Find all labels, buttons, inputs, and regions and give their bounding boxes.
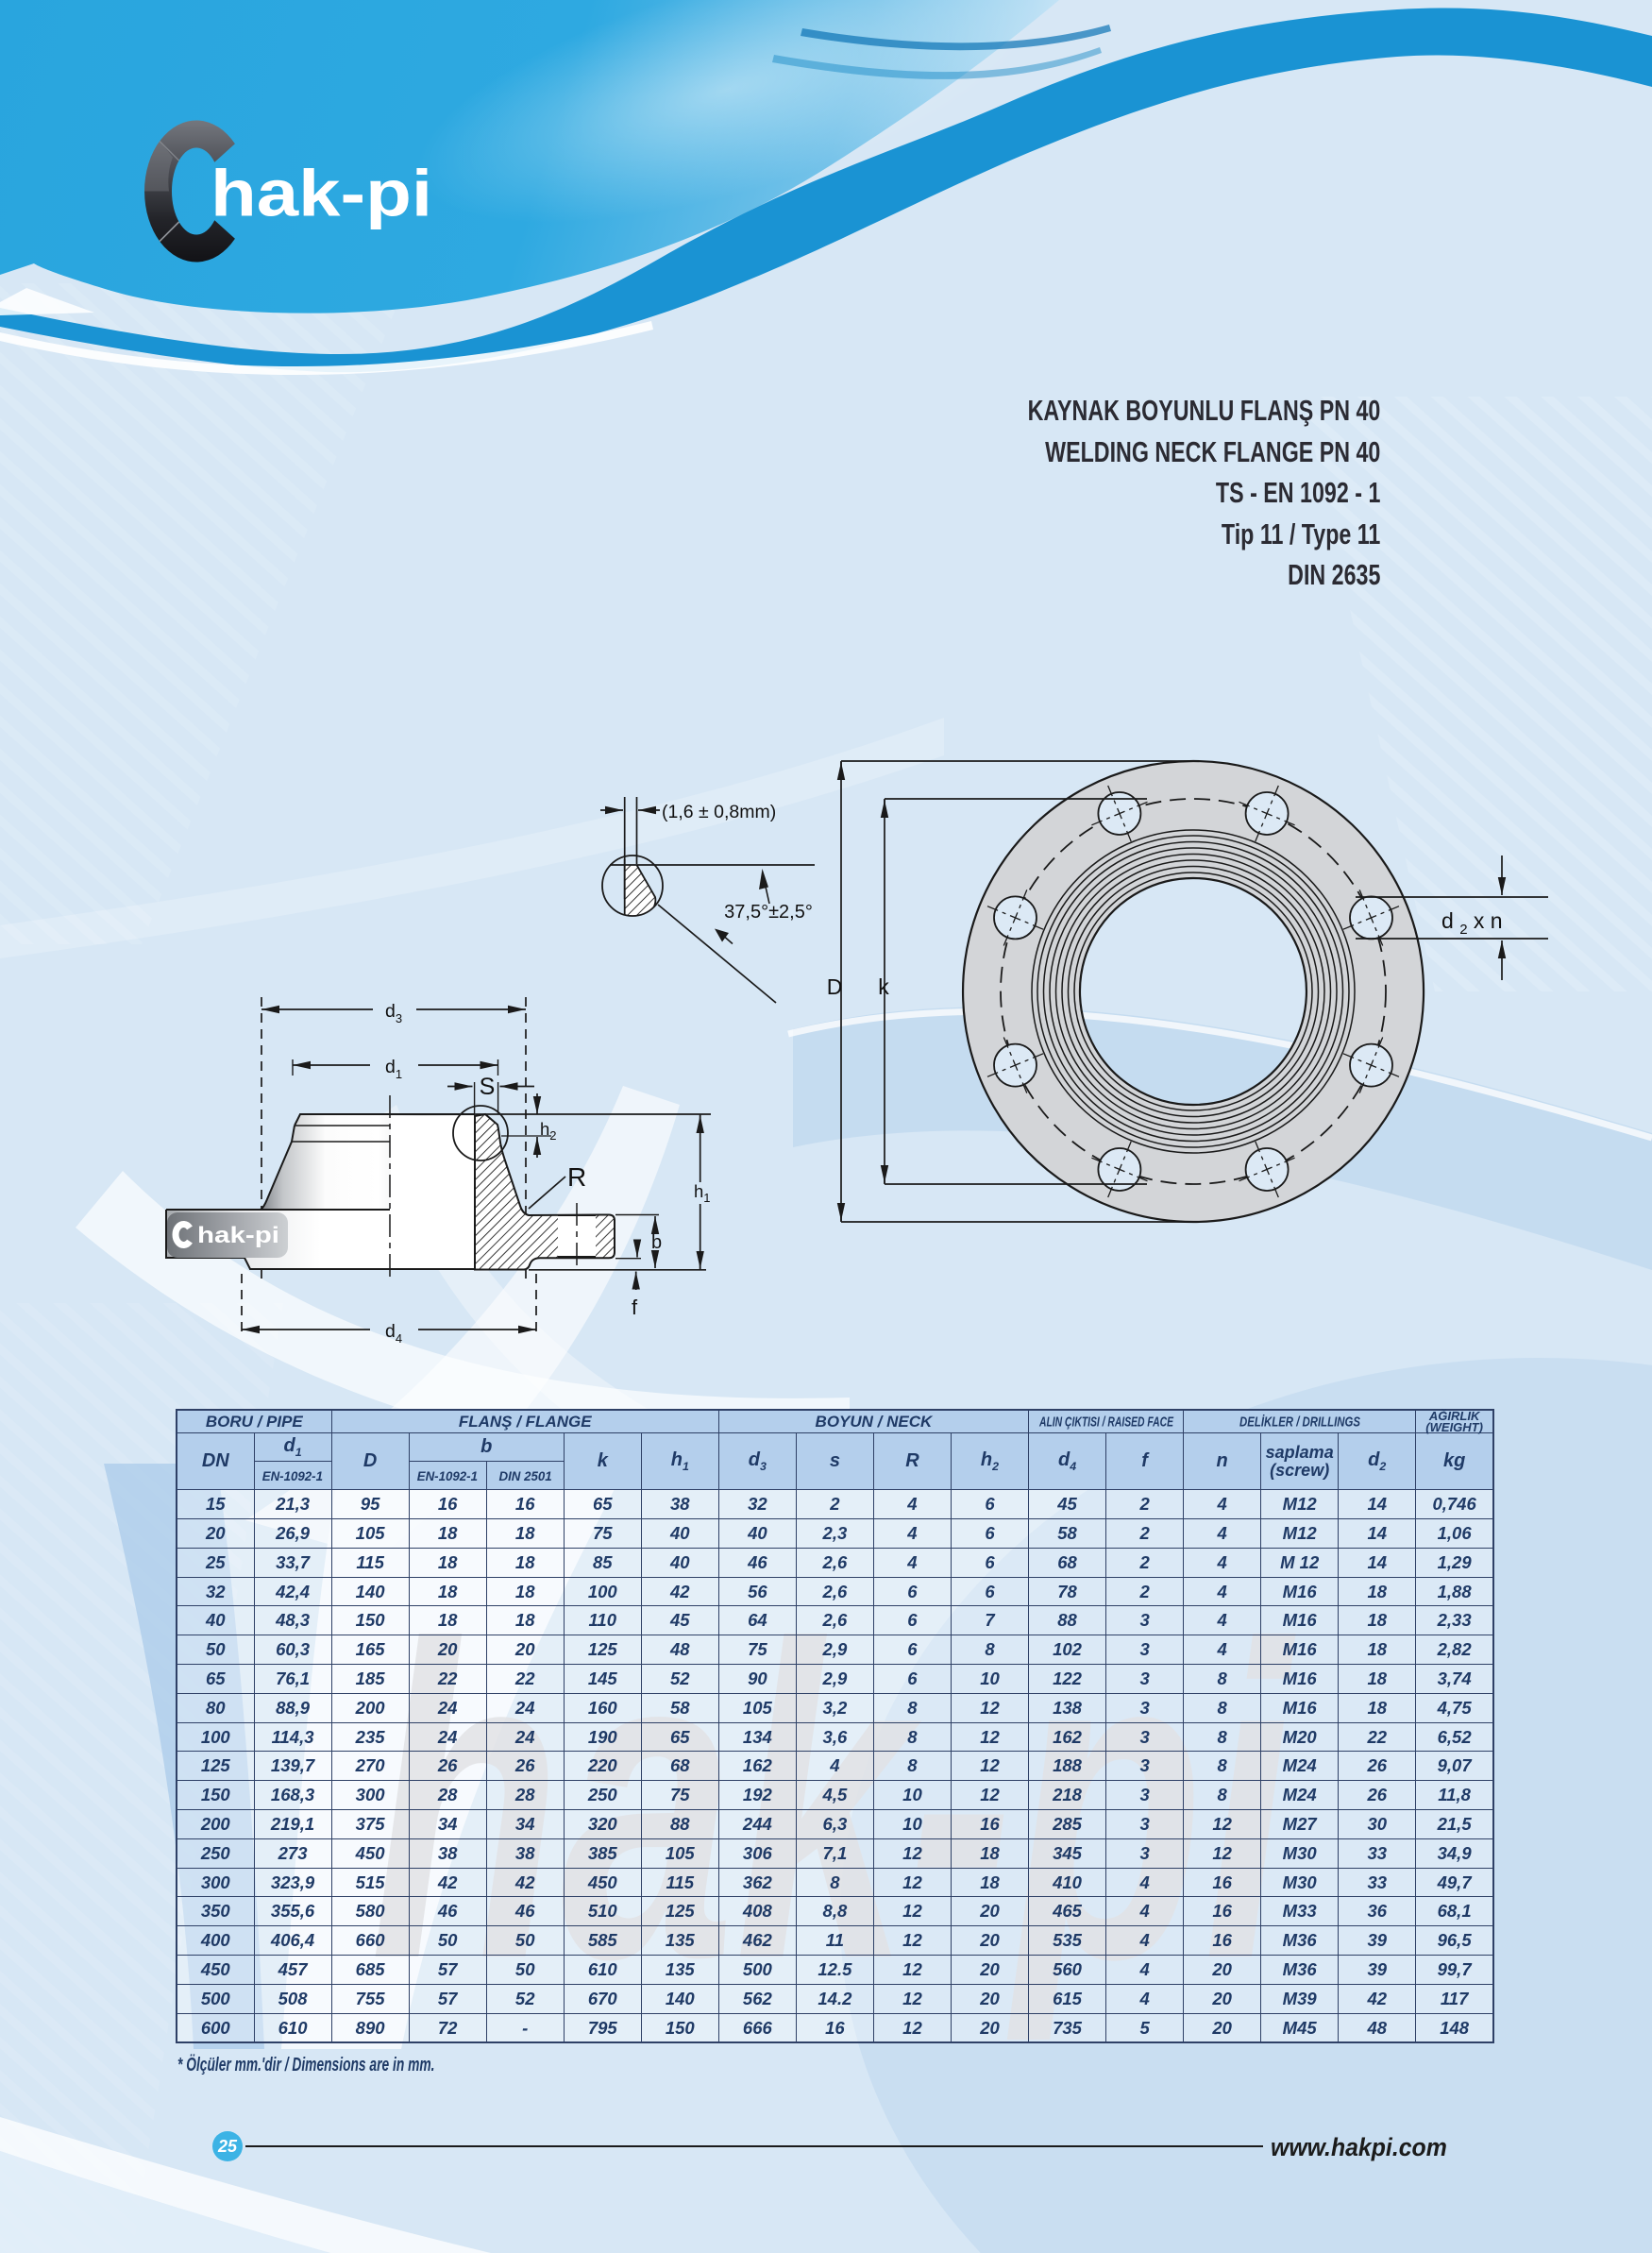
svg-text:b: b [651, 1232, 662, 1253]
svg-text:f: f [632, 1296, 638, 1319]
svg-text:hak-pi: hak-pi [211, 157, 432, 230]
svg-text:hak-pi: hak-pi [197, 1223, 279, 1248]
svg-text:D: D [827, 974, 843, 999]
svg-text:(1,6 ± 0,8mm): (1,6 ± 0,8mm) [662, 802, 776, 822]
svg-text:37,5°±2,5°: 37,5°±2,5° [724, 902, 813, 923]
svg-text:R: R [567, 1162, 586, 1192]
svg-text:d 2 x n: d 2 x n [1441, 908, 1503, 938]
svg-text:k: k [878, 974, 889, 999]
svg-text:S: S [480, 1074, 496, 1100]
